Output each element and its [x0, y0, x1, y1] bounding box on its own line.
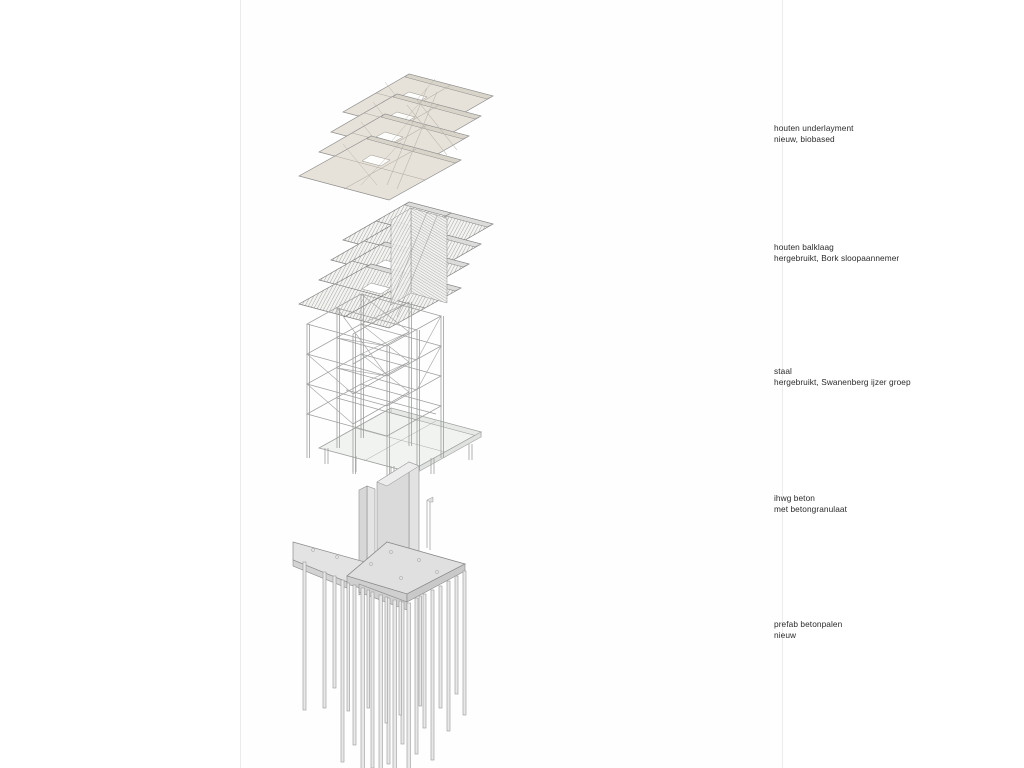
- pile: [392, 599, 397, 768]
- layer-label-houten-underlayment: houten underlayment nieuw, biobased: [774, 123, 854, 144]
- pile: [302, 561, 307, 711]
- layer-label-line1: prefab betonpalen: [774, 619, 843, 629]
- layer-label-staal: staal hergebruikt, Swanenberg ijzer groe…: [774, 366, 911, 387]
- layer-label-line1: ihwg beton: [774, 493, 815, 503]
- pile: [370, 591, 375, 768]
- joist-core: [386, 207, 448, 318]
- steel-podium: [317, 407, 483, 478]
- layer-label-ihwg-beton: ihwg beton met betongranulaat: [774, 493, 847, 514]
- pile: [418, 595, 422, 707]
- layer-label-line1: houten balklaag: [774, 242, 834, 252]
- layer-label-line1: staal: [774, 366, 792, 376]
- drawing-sheet: houten underlayment nieuw, biobased hout…: [240, 0, 911, 768]
- layer-label-line2: hergebruikt, Bork sloopaannemer: [774, 252, 900, 263]
- pile: [438, 585, 443, 709]
- pile: [346, 582, 350, 712]
- pile: [422, 593, 427, 729]
- steel-bracing: [306, 293, 442, 425]
- pile: [430, 589, 435, 761]
- pile: [446, 580, 451, 732]
- layer-houten-balklaag: [298, 201, 494, 329]
- axonometric-drawing: [241, 0, 784, 768]
- concrete-stub: [426, 496, 434, 550]
- pile: [378, 594, 383, 768]
- layer-label-prefab-betonpalen: prefab betonpalen nieuw: [774, 619, 842, 640]
- wood-plate: [298, 135, 462, 201]
- pile: [406, 602, 411, 768]
- pile: [360, 587, 365, 768]
- layer-label-line2: nieuw: [774, 629, 797, 640]
- layer-label-line1: houten underlayment: [774, 123, 854, 133]
- pile: [352, 584, 357, 746]
- layer-houten-underlayment: [298, 73, 494, 201]
- pile: [322, 571, 327, 709]
- pile: [384, 596, 388, 724]
- layer-label-line2: met betongranulaat: [774, 503, 847, 514]
- layer-label-line2: nieuw, biobased: [774, 133, 835, 144]
- layer-staal: [306, 293, 483, 488]
- void-guides: [386, 87, 458, 190]
- pile: [454, 575, 459, 695]
- pile: [398, 600, 402, 716]
- pile: [340, 579, 345, 763]
- layer-label-houten-balklaag: houten balklaag hergebruikt, Bork sloopa…: [774, 242, 899, 263]
- drawing-svg: [292, 73, 494, 768]
- concrete-foundation-slab: [346, 541, 467, 603]
- layer-label-line2: hergebruikt, Swanenberg ijzer groep: [774, 376, 911, 387]
- pile: [414, 597, 419, 755]
- pile: [332, 575, 337, 689]
- pile: [462, 570, 467, 716]
- steel-columns: [306, 294, 444, 482]
- layer-prefab-betonpalen: [302, 561, 467, 768]
- pile: [366, 589, 370, 709]
